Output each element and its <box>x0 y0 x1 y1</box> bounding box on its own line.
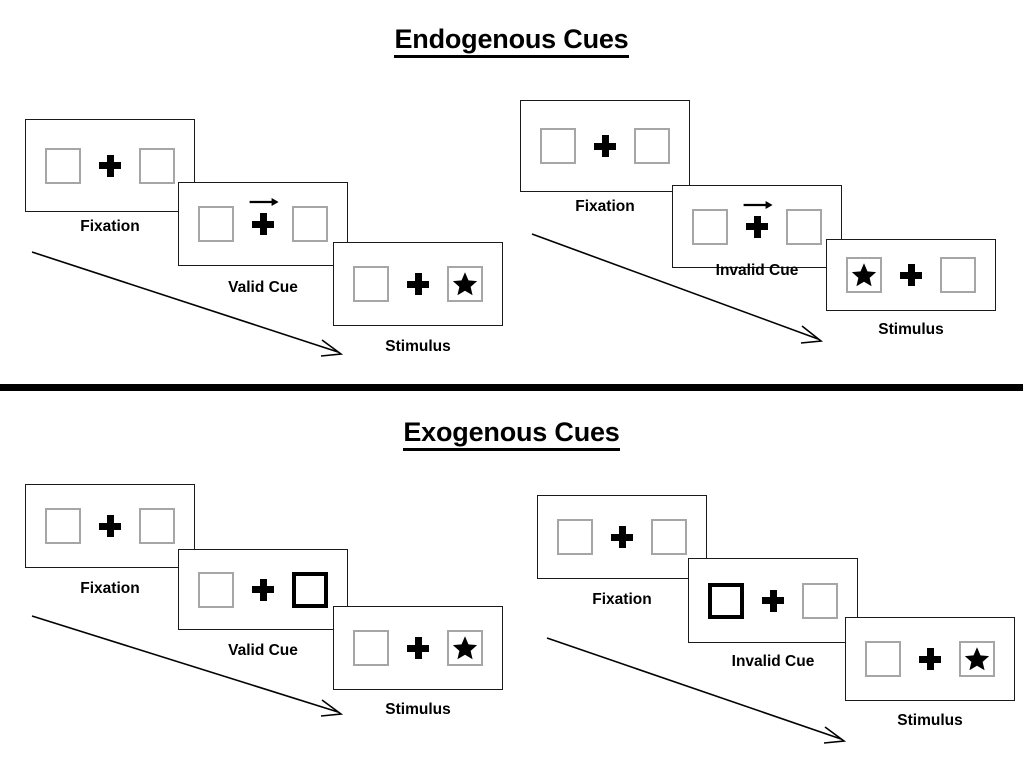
box-right-cued <box>292 571 328 608</box>
panel-exogenous-valid-stimulus <box>333 606 503 690</box>
caption-endogenous-invalid-fixation: Fixation <box>575 198 635 215</box>
box-left <box>540 128 576 164</box>
panel-inner <box>45 147 175 184</box>
caption-exogenous-valid-cue: Valid Cue <box>228 642 298 659</box>
box-right <box>292 206 328 242</box>
panel-inner <box>865 641 995 677</box>
box-left <box>45 147 81 184</box>
caption-endogenous-valid-stimulus: Stimulus <box>385 338 451 355</box>
section-title-exogenous: Exogenous Cues <box>0 417 1023 451</box>
arrow-right-icon <box>249 198 279 206</box>
box-right <box>634 128 670 164</box>
panel-exogenous-valid-fixation <box>25 484 195 568</box>
caption-endogenous-invalid-cue: Invalid Cue <box>715 262 799 279</box>
panel-endogenous-invalid-fixation <box>520 100 690 192</box>
box-right <box>959 641 995 677</box>
box-left <box>198 571 234 608</box>
panel-endogenous-valid-fixation <box>25 119 195 212</box>
box-right <box>139 508 175 544</box>
panel-endogenous-invalid-cue <box>672 185 842 268</box>
panel-inner <box>353 630 483 666</box>
fixation-plus-icon <box>594 135 616 157</box>
box-left <box>557 519 593 555</box>
section-title-endogenous-text: Endogenous Cues <box>394 24 629 58</box>
panel-endogenous-valid-stimulus <box>333 242 503 326</box>
section-divider <box>0 384 1023 391</box>
panel-inner <box>708 582 838 619</box>
star-icon <box>851 263 877 287</box>
caption-endogenous-valid-cue: Valid Cue <box>228 279 298 296</box>
section-title-endogenous: Endogenous Cues <box>0 24 1023 58</box>
box-left <box>45 508 81 544</box>
box-left <box>353 630 389 666</box>
caption-endogenous-valid-fixation: Fixation <box>80 218 140 235</box>
panel-exogenous-invalid-fixation <box>537 495 707 579</box>
fixation-plus-icon <box>407 637 429 659</box>
box-left <box>692 208 728 245</box>
fixation-plus-icon <box>900 264 922 286</box>
star-icon <box>452 272 478 296</box>
panel-endogenous-valid-cue <box>178 182 348 266</box>
box-right <box>940 257 976 293</box>
box-left <box>846 257 882 293</box>
panel-inner <box>846 257 976 293</box>
box-right <box>447 266 483 302</box>
time-arrow-exogenous-right <box>546 637 847 744</box>
fixation-plus-icon <box>743 200 773 238</box>
panel-inner <box>692 200 822 245</box>
panel-inner <box>557 519 687 555</box>
fixation-plus-icon <box>919 648 941 670</box>
star-icon <box>452 636 478 660</box>
fixation-plus-icon <box>762 589 784 612</box>
section-title-exogenous-text: Exogenous Cues <box>403 417 620 451</box>
fixation-plus-icon <box>407 273 429 295</box>
box-right <box>802 582 838 619</box>
box-left-cued <box>708 582 744 619</box>
caption-exogenous-invalid-cue: Invalid Cue <box>731 653 815 670</box>
fixation-plus-icon <box>252 578 274 601</box>
box-right <box>447 630 483 666</box>
caption-endogenous-invalid-stimulus: Stimulus <box>878 321 944 338</box>
box-right <box>139 147 175 184</box>
panel-inner <box>45 508 175 544</box>
fixation-plus-icon <box>99 154 121 177</box>
panel-endogenous-invalid-stimulus <box>826 239 996 311</box>
caption-exogenous-valid-stimulus: Stimulus <box>385 701 451 718</box>
box-left <box>865 641 901 677</box>
star-icon <box>964 647 990 671</box>
box-right <box>651 519 687 555</box>
box-left <box>353 266 389 302</box>
caption-exogenous-valid-fixation: Fixation <box>80 580 140 597</box>
panel-exogenous-invalid-stimulus <box>845 617 1015 701</box>
panel-inner <box>353 266 483 302</box>
panel-inner <box>540 128 670 164</box>
box-right <box>786 208 822 245</box>
caption-exogenous-invalid-fixation: Fixation <box>592 591 652 608</box>
arrow-right-icon <box>743 200 773 209</box>
panel-exogenous-valid-cue <box>178 549 348 630</box>
panel-inner <box>198 571 328 608</box>
fixation-plus-icon <box>99 515 121 537</box>
box-left <box>198 206 234 242</box>
panel-inner <box>198 198 328 242</box>
fixation-plus-icon <box>249 198 279 235</box>
fixation-plus-icon <box>611 526 633 548</box>
caption-exogenous-invalid-stimulus: Stimulus <box>897 712 963 729</box>
panel-exogenous-invalid-cue <box>688 558 858 643</box>
